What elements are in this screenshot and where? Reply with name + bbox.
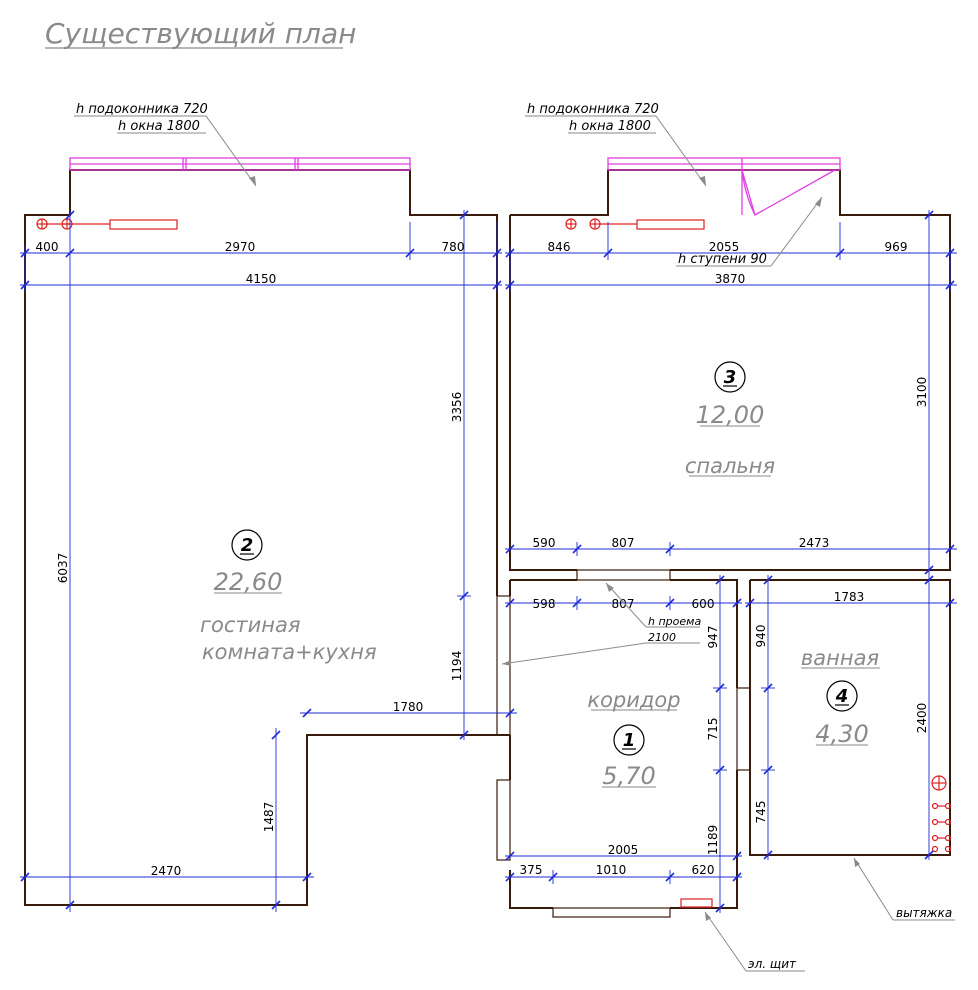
windows	[69, 157, 841, 216]
callout-right-height: h окна 1800	[569, 119, 651, 134]
room-3-marker	[714, 361, 746, 393]
dim-375: 375	[520, 863, 543, 877]
room-1-area: 5,70	[602, 762, 655, 790]
corridor-wall-4	[509, 870, 553, 909]
callout-arrowheads	[249, 176, 860, 921]
dim-400: 400	[36, 240, 59, 254]
room-2-name2: комната+кухня	[202, 640, 377, 664]
callout-left-height: h окна 1800	[118, 119, 200, 134]
dim-1487: 1487	[262, 802, 276, 833]
room-3-number: 3	[724, 367, 737, 388]
room-2-area: 22,60	[214, 568, 283, 596]
callout-exhaust: вытяжка	[896, 906, 952, 920]
room-4-area: 4,30	[815, 720, 868, 748]
dim-4150: 4150	[246, 272, 277, 286]
bathroom-door-frame	[736, 687, 751, 771]
electrical-panel-icon	[680, 898, 713, 908]
dim-3100: 3100	[915, 377, 929, 408]
dim-598: 598	[533, 597, 556, 611]
dim-807-top: 807	[612, 536, 635, 550]
bedroom-wall	[510, 169, 951, 571]
room-2-name: гостиная	[200, 613, 301, 637]
dim-2470: 2470	[151, 864, 182, 878]
callout-left-sill: h подоконника 720	[76, 102, 208, 117]
room-3-area: 12,00	[696, 401, 765, 429]
corridor-door-frame	[496, 779, 511, 861]
dim-1783: 1783	[834, 590, 865, 604]
room-3-name: спальня	[685, 454, 775, 478]
plan-title: Существующий план	[45, 17, 356, 50]
dim-1010: 1010	[596, 863, 627, 877]
dim-2473: 2473	[799, 536, 830, 550]
dim-969: 969	[885, 240, 908, 254]
dim-6037: 6037	[56, 553, 70, 584]
dim-1194: 1194	[450, 651, 464, 682]
callout-panel: эл. щит	[748, 957, 797, 971]
room-2-label: 2 22,60 гостиная комната+кухня	[200, 529, 377, 664]
entrance-door-frame	[552, 907, 671, 918]
dim-807-bottom: 807	[612, 597, 635, 611]
room-2-marker	[231, 529, 263, 561]
dim-2005: 2005	[608, 843, 639, 857]
room-4-name: ванная	[801, 646, 879, 670]
dim-715: 715	[706, 718, 720, 741]
dim-1189: 1189	[706, 825, 720, 856]
dim-3356: 3356	[450, 392, 464, 423]
room-4-label: ванная 4 4,30	[801, 646, 880, 748]
callout-step: h ступени 90	[678, 252, 767, 267]
balcony-door-swing	[741, 169, 836, 216]
room-2-number: 2	[241, 535, 254, 556]
dim-846: 846	[548, 240, 571, 254]
room-4-marker	[826, 680, 858, 712]
radiator-icon	[636, 219, 705, 230]
dim-620: 620	[692, 863, 715, 877]
walls	[24, 169, 951, 918]
dim-2970: 2970	[225, 240, 256, 254]
room-4-number: 4	[835, 686, 849, 707]
dim-780: 780	[442, 240, 465, 254]
dim-2400: 2400	[915, 703, 929, 734]
callout-right-sill: h подоконника 720	[527, 102, 659, 117]
room-3-label: 3 12,00 спальня	[685, 361, 775, 478]
bedroom-wall-left	[509, 215, 577, 571]
room-1-marker	[613, 724, 645, 756]
dim-600: 600	[692, 597, 715, 611]
callout-texts: h подоконника 720 h окна 1800 h подоконн…	[76, 102, 952, 971]
room-1-name: коридор	[587, 688, 680, 712]
bedroom-door-frame	[576, 569, 671, 581]
callouts	[74, 115, 955, 972]
dim-3870: 3870	[715, 272, 746, 286]
callout-opening-value: 2100	[648, 631, 676, 644]
dim-2055: 2055	[709, 240, 740, 254]
dim-940: 940	[754, 625, 768, 648]
fixtures	[36, 218, 952, 908]
dim-1780: 1780	[393, 700, 424, 714]
room-1-number: 1	[623, 730, 636, 751]
room-1-label: коридор 1 5,70	[587, 688, 680, 790]
dim-947: 947	[706, 626, 720, 649]
radiator-icon	[109, 219, 178, 230]
dimension-ticks	[20, 210, 955, 913]
callout-opening-label: h проема	[648, 615, 701, 628]
dimension-values: 400 2970 780 4150 846 2055 969 3870 3356…	[36, 240, 929, 878]
dimension-lines	[20, 210, 957, 913]
dim-745: 745	[754, 801, 768, 824]
corridor-wall-2	[670, 579, 738, 688]
dim-590: 590	[533, 536, 556, 550]
corridor-wall-3	[670, 770, 738, 909]
